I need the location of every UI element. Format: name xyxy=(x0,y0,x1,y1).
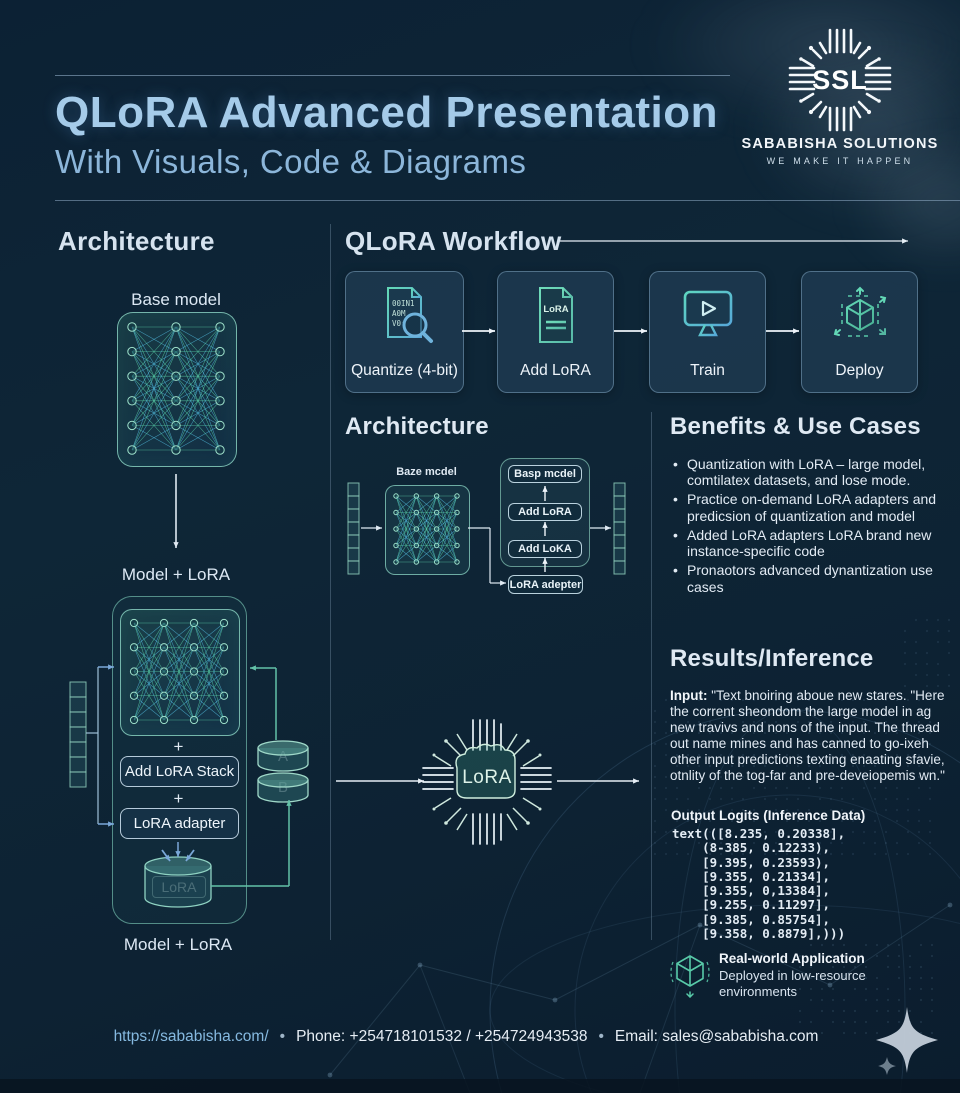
svg-text:00IN1: 00IN1 xyxy=(392,299,415,308)
benefit-item: Quantization with LoRA – large model, co… xyxy=(672,456,944,488)
logits-code-block: text(([8.235, 0.20338], (8-385, 0.12233)… xyxy=(672,826,846,942)
website-link[interactable]: https://sababisha.com/ xyxy=(113,1028,269,1045)
company-logo: SSL SABABISHA SOLUTIONS WE MAKE IT HAPPE… xyxy=(740,28,940,166)
logo-tagline: WE MAKE IT HAPPEN xyxy=(766,156,914,166)
code-line: [9.385, 0.85754], xyxy=(672,911,831,927)
realworld-title: Real-world Application xyxy=(719,951,865,966)
workflow-step-add-lora: LoRA Add LoRA xyxy=(497,271,614,393)
architecture-heading-left: Architecture xyxy=(58,226,215,256)
cube-icon xyxy=(670,955,710,998)
sparkle-star-icon xyxy=(876,1007,938,1075)
svg-text:LoRA: LoRA xyxy=(543,304,568,315)
cube-deploy-icon xyxy=(833,286,886,337)
mini-pill-add-lora: Add LoRA xyxy=(508,503,582,521)
page-subtitle: With Visuals, Code & Diagrams xyxy=(55,143,527,180)
mini-network-box xyxy=(385,485,470,575)
adapter-b-label: B xyxy=(277,779,288,796)
header-top-rule xyxy=(55,75,730,76)
output-logits-heading: Output Logits (Inference Data) xyxy=(671,808,866,823)
page-title: QLoRA Advanced Presentation xyxy=(55,88,719,137)
chip-lora-label: LoRA xyxy=(462,767,512,788)
lora-chip-icon xyxy=(422,719,552,845)
mini-pill-add-loka: Add LoKA xyxy=(508,540,582,558)
code-line: [9.395, 0.23593), xyxy=(672,854,831,870)
phone-numbers: Phone: +254718101532 / +254724943538 xyxy=(296,1028,588,1045)
workflow-step-label: Deploy xyxy=(835,362,884,379)
lora-database-label: LoRA xyxy=(152,876,206,898)
model-lora-label-bottom: Model + LoRA xyxy=(123,935,233,954)
separator-dot: • xyxy=(279,1028,286,1045)
benefit-item: Added LoRA adapters LoRA brand new insta… xyxy=(672,527,944,559)
mini-pill-base-model: Basp mcdel xyxy=(508,465,582,483)
adapter-a-label: A xyxy=(277,748,288,765)
add-lora-stack-pill: Add LoRA Stack xyxy=(120,756,239,787)
plus-sign: + xyxy=(173,789,184,808)
header-bottom-rule xyxy=(55,200,960,201)
right-column-divider xyxy=(651,412,652,940)
workflow-step-train: Train xyxy=(649,271,766,393)
plus-sign: + xyxy=(173,737,184,756)
circuit-emblem-icon: SSL xyxy=(788,28,892,132)
workflow-step-label: Train xyxy=(690,362,725,379)
results-heading: Results/Inference xyxy=(670,645,874,672)
neural-network-diagram xyxy=(129,618,229,725)
document-lora-icon: LoRA xyxy=(538,287,573,343)
neural-network-diagram xyxy=(393,493,460,565)
base-model-network-box xyxy=(117,312,237,467)
left-column-divider xyxy=(330,224,331,940)
monitor-play-icon xyxy=(683,290,732,339)
lora-adapter-pill: LoRA adapter xyxy=(120,808,239,839)
svg-text:V0:: V0: xyxy=(392,319,406,328)
benefit-item: Pronaotors advanced dynantization use ca… xyxy=(672,562,944,594)
logo-company-name: SABABISHA SOLUTIONS xyxy=(741,136,939,152)
code-line: [9.255, 0.11297], xyxy=(672,897,831,913)
code-line: [9.355, 0,13384], xyxy=(672,883,831,899)
workflow-heading: QLoRA Workflow xyxy=(345,226,562,256)
workflow-step-quantize: 00IN1 A0M V0: Quantize (4-bit) xyxy=(345,271,464,393)
workflow-step-deploy: Deploy xyxy=(801,271,918,393)
benefit-item: Practice on-demand LoRA adapters and pre… xyxy=(672,491,944,523)
model-lora-label-top: Model + LoRA xyxy=(121,565,231,584)
bottom-edge-band xyxy=(0,1079,960,1093)
architecture-heading-middle: Architecture xyxy=(345,413,489,440)
document-magnifier-icon: 00IN1 A0M V0: xyxy=(386,287,433,343)
workflow-step-label: Quantize (4-bit) xyxy=(351,362,458,379)
code-line: text(([8.235, 0.20338], xyxy=(672,826,846,841)
neural-network-diagram xyxy=(127,322,225,455)
svg-text:A0M: A0M xyxy=(392,309,406,318)
inference-input-text: Input: "Text bnoiring aboue new stares. … xyxy=(670,688,946,784)
email-address[interactable]: Email: sales@sababisha.com xyxy=(614,1028,819,1045)
workflow-step-label: Add LoRA xyxy=(520,362,591,379)
code-line: [9.358, 0.8879],))) xyxy=(672,926,846,942)
code-line: [9.355, 0.21334], xyxy=(672,868,831,884)
logo-monogram: SSL xyxy=(812,65,868,95)
benefits-heading: Benefits & Use Cases xyxy=(670,413,921,440)
baze-model-label: Baze mcdel xyxy=(396,466,457,478)
separator-dot: • xyxy=(598,1028,604,1045)
footer-contact-bar: https://sababisha.com/ • Phone: +2547181… xyxy=(0,1028,932,1046)
code-line: (8-385, 0.12233), xyxy=(672,840,831,856)
realworld-description: Deployed in low-resource environments xyxy=(719,968,866,999)
input-label: Input: xyxy=(670,688,708,703)
base-model-label: Base model xyxy=(131,290,221,309)
input-value: "Text bnoiring aboue new stares. "Here t… xyxy=(670,688,945,783)
lora-network-box xyxy=(120,609,240,736)
mini-pill-lora-adapter: LoRA adepter xyxy=(508,575,583,594)
benefits-list: Quantization with LoRA – large model, co… xyxy=(672,456,944,598)
